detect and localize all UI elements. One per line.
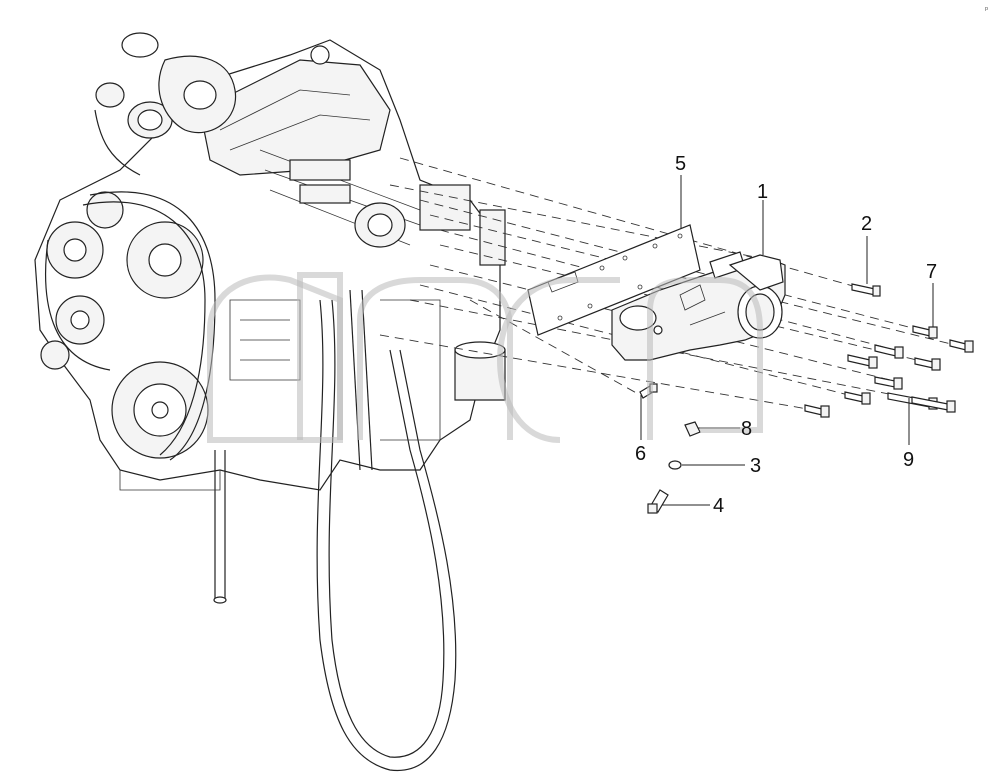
callout-3: 3	[750, 455, 761, 477]
callout-1: 1	[757, 181, 768, 203]
fitting-8	[684, 421, 701, 437]
callout-5: 5	[675, 153, 686, 175]
thermostat-housing	[611, 251, 786, 361]
callout-8: 8	[741, 418, 752, 440]
corner-mark: ᵖ	[985, 5, 988, 14]
pulley-system	[40, 191, 216, 461]
bolt-2	[851, 283, 881, 297]
engine-assembly	[34, 32, 506, 772]
callout-2: 2	[861, 213, 872, 235]
callout-7: 7	[926, 261, 937, 283]
plug-4	[647, 489, 669, 514]
bolt-set	[639, 283, 974, 514]
watermark-logo	[207, 272, 763, 443]
callout-9: 9	[903, 449, 914, 471]
bolt-9-group	[804, 392, 956, 418]
turbocharger	[94, 32, 237, 176]
callout-4: 4	[713, 495, 724, 517]
callout-labels: 1 2 3 4 5 6 7 8 9	[635, 153, 937, 517]
bolt-7-group	[844, 325, 974, 405]
callout-6: 6	[635, 443, 646, 465]
washer-3	[668, 460, 682, 470]
